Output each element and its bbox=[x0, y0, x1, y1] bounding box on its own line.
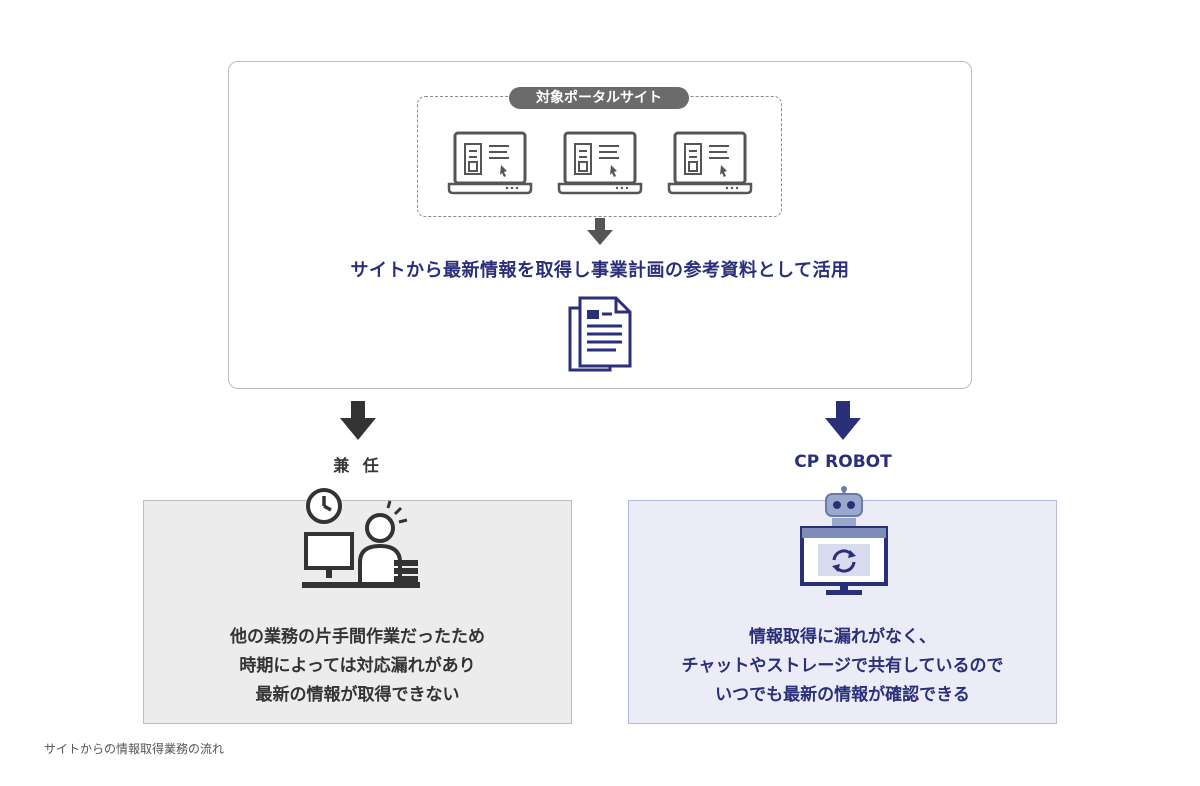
right-label: CP ROBOT bbox=[794, 452, 892, 472]
arrow-down-icon bbox=[825, 401, 861, 440]
left-description: 他の業務の片手間作業だったため 時期によっては対応漏れがあり 最新の情報が取得で… bbox=[144, 623, 571, 710]
left-result-box: 他の業務の片手間作業だったため 時期によっては対応漏れがあり 最新の情報が取得で… bbox=[143, 500, 572, 724]
worker-at-desk-icon bbox=[302, 488, 420, 588]
left-line: 最新の情報が取得できない bbox=[255, 685, 460, 705]
laptop-icon bbox=[667, 131, 753, 195]
laptop-icon bbox=[557, 131, 643, 195]
left-line: 時期によっては対応漏れがあり bbox=[239, 656, 476, 676]
monitor-sync-icon bbox=[800, 526, 888, 595]
arrow-down-icon bbox=[587, 218, 613, 245]
laptop-icon bbox=[447, 131, 533, 195]
document-stack-icon bbox=[568, 296, 632, 372]
right-line: チャットやストレージで共有しているので bbox=[681, 656, 1004, 676]
left-line: 他の業務の片手間作業だったため bbox=[230, 627, 485, 647]
portal-site-label: 対象ポータルサイト bbox=[509, 87, 689, 109]
right-description: 情報取得に漏れがなく、 チャットやストレージで共有しているので いつでも最新の情… bbox=[629, 623, 1056, 710]
clock-icon bbox=[306, 488, 342, 524]
arrow-down-icon bbox=[340, 401, 376, 440]
right-line: いつでも最新の情報が確認できる bbox=[715, 685, 970, 705]
robot-icon bbox=[800, 486, 888, 595]
right-line: 情報取得に漏れがなく、 bbox=[749, 627, 936, 647]
left-label: 兼 任 bbox=[333, 456, 383, 475]
footer-caption: サイトからの情報取得業務の流れ bbox=[44, 742, 225, 756]
top-caption: サイトから最新情報を取得し事業計画の参考資料として活用 bbox=[350, 260, 850, 281]
